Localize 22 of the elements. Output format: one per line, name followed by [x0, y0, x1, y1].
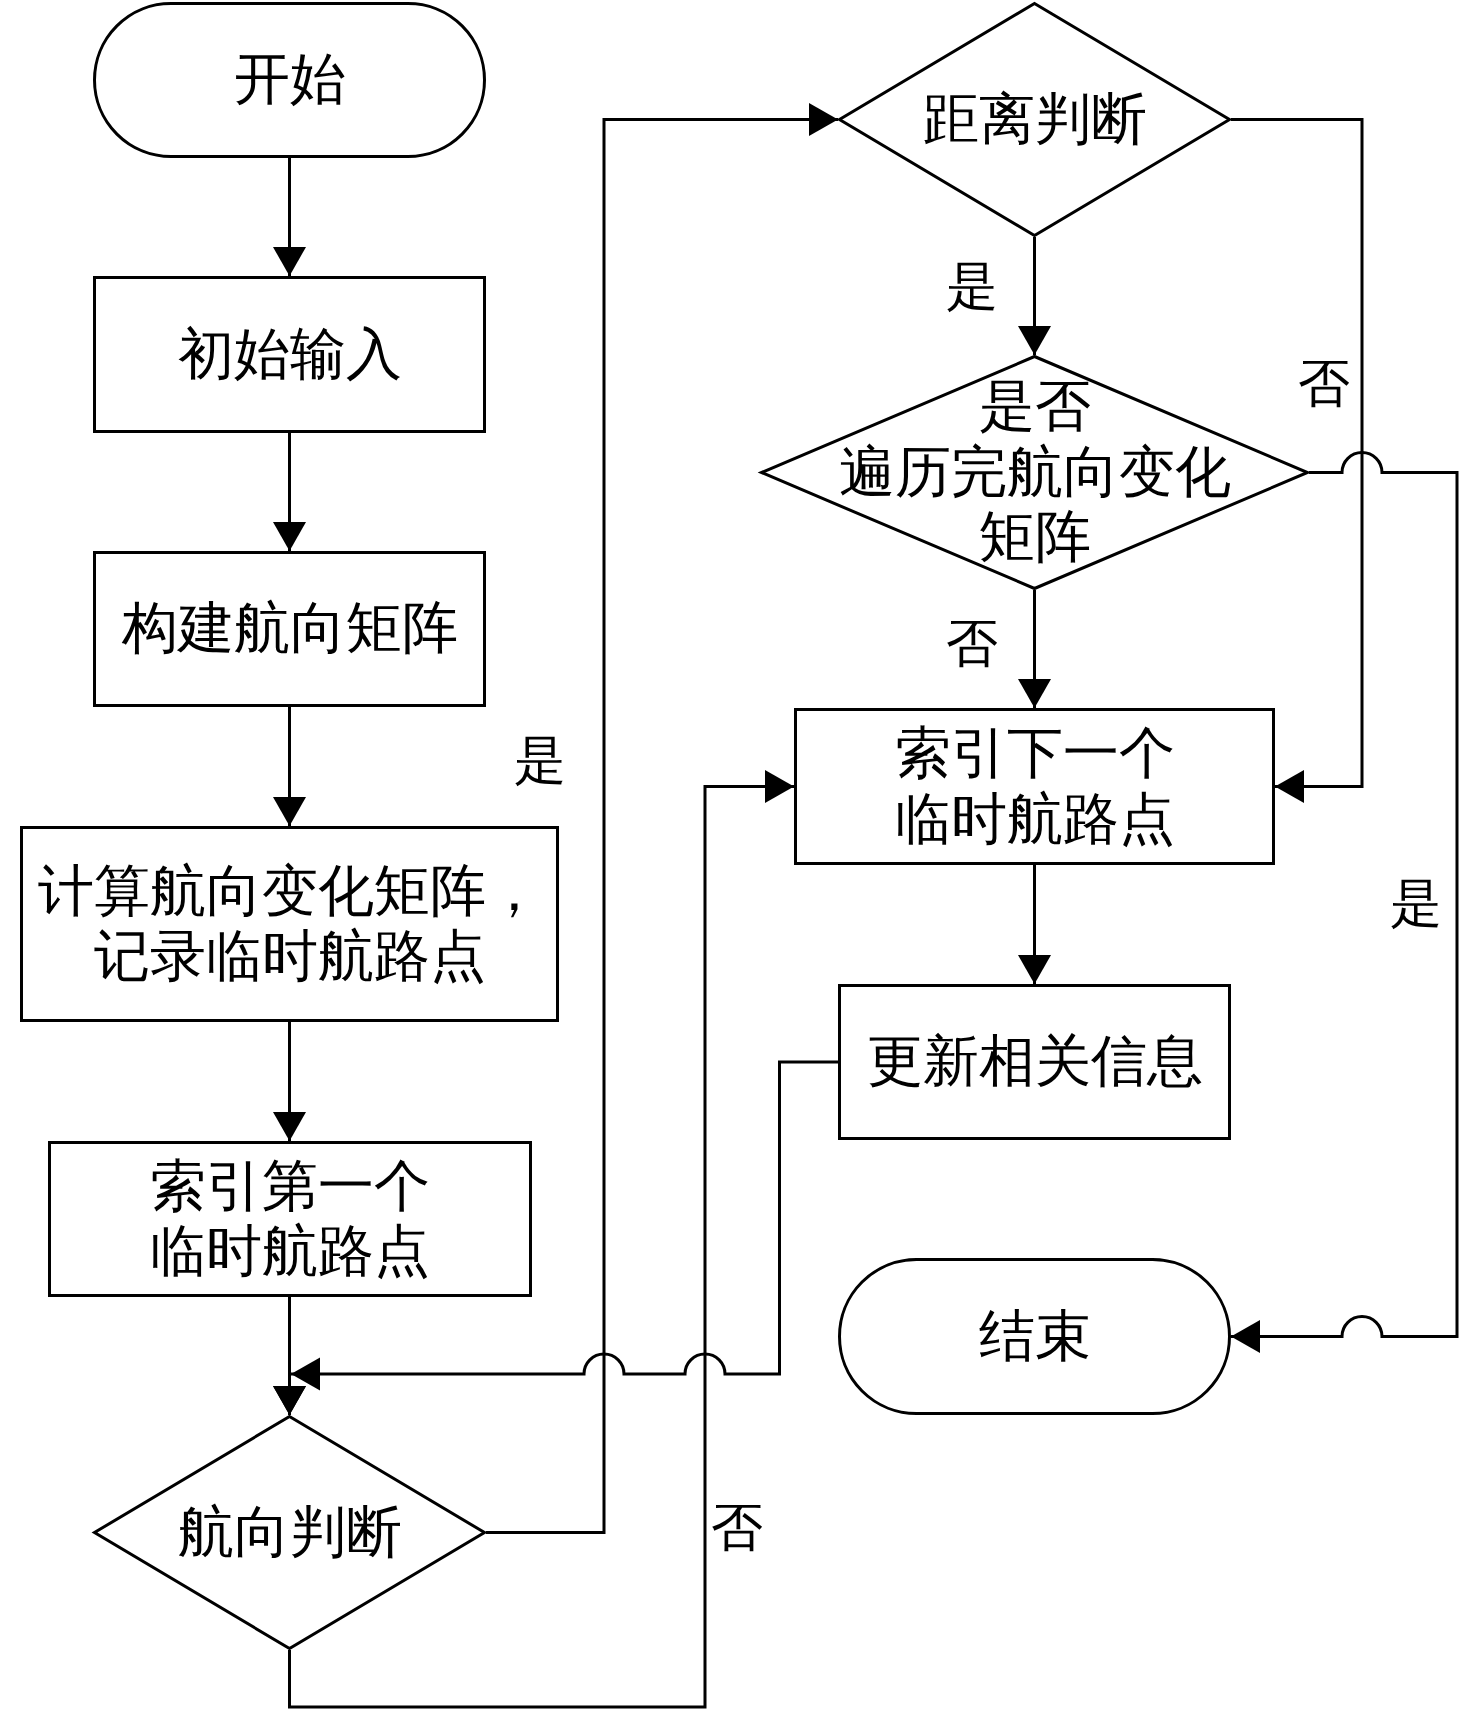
arrow — [1231, 118, 1364, 801]
decision-diamond: 距离判断 — [838, 2, 1231, 237]
arrow — [275, 1022, 304, 1141]
arrow — [275, 1060, 838, 1415]
process-box: 索引第一个临时航路点 — [47, 1141, 532, 1297]
arrow — [1020, 590, 1049, 708]
arrow — [486, 105, 838, 1534]
arrow — [275, 433, 304, 551]
arrow — [1020, 237, 1049, 355]
process-box: 构建航向矩阵 — [93, 551, 486, 707]
arrow — [1020, 865, 1049, 984]
process-box: 索引下一个临时航路点 — [794, 708, 1275, 865]
terminal-box: 结束 — [838, 1258, 1231, 1415]
arrow — [275, 707, 304, 826]
arrow — [288, 772, 794, 1709]
decision-diamond: 航向判断 — [93, 1415, 486, 1650]
terminal-box: 开始 — [93, 2, 486, 158]
arrow — [275, 158, 304, 276]
arrow — [1231, 451, 1459, 1351]
process-box: 更新相关信息 — [838, 984, 1231, 1140]
process-box: 计算航向变化矩阵，记录临时航路点 — [20, 826, 559, 1022]
process-box: 初始输入 — [93, 276, 486, 433]
